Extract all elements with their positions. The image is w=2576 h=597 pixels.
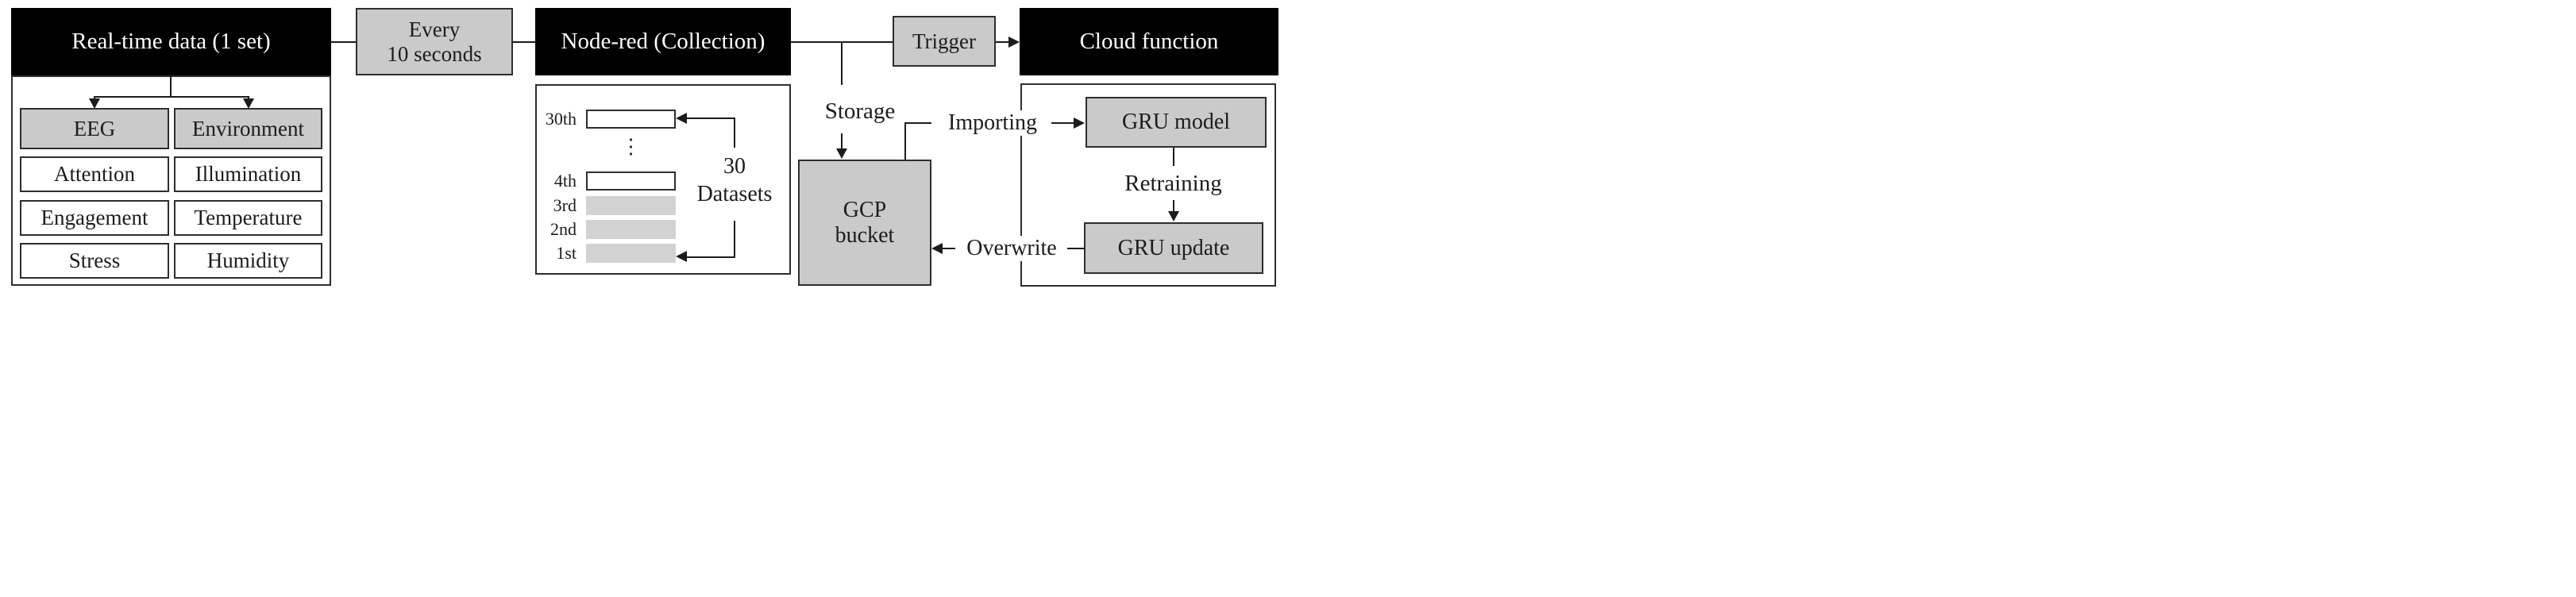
row-label-4th: 4th: [553, 171, 577, 191]
storage-label: Storage: [824, 98, 896, 124]
importing-label: Importing: [937, 110, 1048, 136]
retraining-label: Retraining: [1124, 171, 1222, 196]
row-label-3rd: 3rd: [553, 195, 577, 215]
retraining-line-top: [1173, 148, 1174, 166]
arrow-to-environment-icon: [243, 98, 254, 109]
storage-branch-line: [841, 41, 843, 85]
gru-model-box: GRU model: [1086, 97, 1267, 148]
humidity-label: Humidity: [206, 248, 290, 273]
attention-box: Attention: [20, 156, 169, 192]
every-line2: 10 seconds: [387, 41, 482, 66]
importing-arrow-icon: [1074, 117, 1085, 129]
storage-arrow-icon: [836, 148, 847, 159]
datasets-count: 30: [723, 154, 746, 179]
row-bar-4th: [586, 171, 676, 191]
illumination-label: Illumination: [195, 162, 302, 187]
storage-arrow-line: [841, 133, 843, 149]
cloud-title: Cloud function: [1079, 29, 1219, 55]
row-bar-3rd: [586, 196, 676, 215]
humidity-box: Humidity: [174, 243, 322, 279]
vertical-dots: ⋮: [620, 135, 642, 158]
nodered-title: Node-red (Collection): [561, 29, 765, 55]
datasets-bracket-top-vline: [734, 117, 735, 148]
every-10s-box: Every 10 seconds: [356, 8, 513, 75]
trigger-label: Trigger: [912, 29, 976, 53]
datasets-bracket-bottom-vline: [734, 221, 735, 258]
engagement-box: Engagement: [20, 200, 169, 236]
gru-update-box: GRU update: [1084, 222, 1263, 274]
arrow-to-30th-icon: [676, 113, 687, 124]
importing-bracket-vline: [904, 123, 906, 160]
gcp-bucket-box: GCP bucket: [798, 160, 931, 286]
realtime-title: Real-time data (1 set): [71, 29, 271, 55]
nodered-header: Node-red (Collection): [535, 8, 791, 75]
cloud-header: Cloud function: [1020, 8, 1278, 75]
temperature-label: Temperature: [194, 206, 303, 230]
retraining-line-bottom: [1173, 200, 1174, 212]
engagement-label: Engagement: [40, 206, 148, 230]
overwrite-line-right: [1067, 248, 1084, 249]
retraining-arrow-icon: [1168, 211, 1179, 221]
eeg-label: EEG: [73, 116, 116, 141]
row-label-1st: 1st: [556, 243, 577, 263]
eeg-box: EEG: [20, 108, 169, 149]
row-label-30th: 30th: [545, 109, 577, 129]
attention-label: Attention: [54, 162, 135, 187]
row-bar-30th: [586, 110, 676, 129]
realtime-branch-line: [94, 96, 249, 98]
overwrite-line-left: [942, 248, 957, 249]
temperature-box: Temperature: [174, 200, 322, 236]
arrow-to-1st-icon: [676, 251, 687, 262]
illumination-box: Illumination: [174, 156, 322, 192]
connector-trigger-cloud: [996, 41, 1010, 43]
row-bar-1st: [586, 244, 676, 263]
gcp-line1: GCP: [843, 198, 887, 223]
gru-update-label: GRU update: [1117, 235, 1230, 260]
stress-label: Stress: [68, 248, 121, 273]
row-bar-2nd: [586, 220, 676, 239]
gru-model-label: GRU model: [1121, 110, 1231, 135]
row-label-2nd: 2nd: [550, 219, 577, 239]
arrow-to-eeg-icon: [89, 98, 100, 109]
importing-bracket-hline: [904, 122, 931, 124]
environment-label: Environment: [192, 116, 304, 141]
architecture-diagram: Real-time data (1 set) EEG Environment A…: [0, 0, 1288, 298]
realtime-stem-line: [170, 75, 172, 98]
overwrite-arrow-icon: [931, 243, 943, 254]
stress-box: Stress: [20, 243, 169, 279]
arrow-trigger-cloud-icon: [1008, 37, 1020, 48]
overwrite-label: Overwrite: [955, 236, 1068, 261]
trigger-box: Trigger: [893, 16, 996, 67]
realtime-header: Real-time data (1 set): [11, 8, 331, 75]
connector-realtime-every: [331, 41, 356, 43]
environment-box: Environment: [174, 108, 322, 149]
importing-arrow-line: [1051, 122, 1075, 124]
gcp-line2: bucket: [835, 222, 895, 248]
datasets-bracket-bottom-line: [685, 256, 735, 258]
every-line1: Every: [408, 17, 461, 42]
connector-every-nodered: [513, 41, 535, 43]
datasets-bracket-top-line: [685, 117, 735, 119]
datasets-note: 30 Datasets: [683, 152, 786, 208]
datasets-word: Datasets: [696, 182, 773, 206]
